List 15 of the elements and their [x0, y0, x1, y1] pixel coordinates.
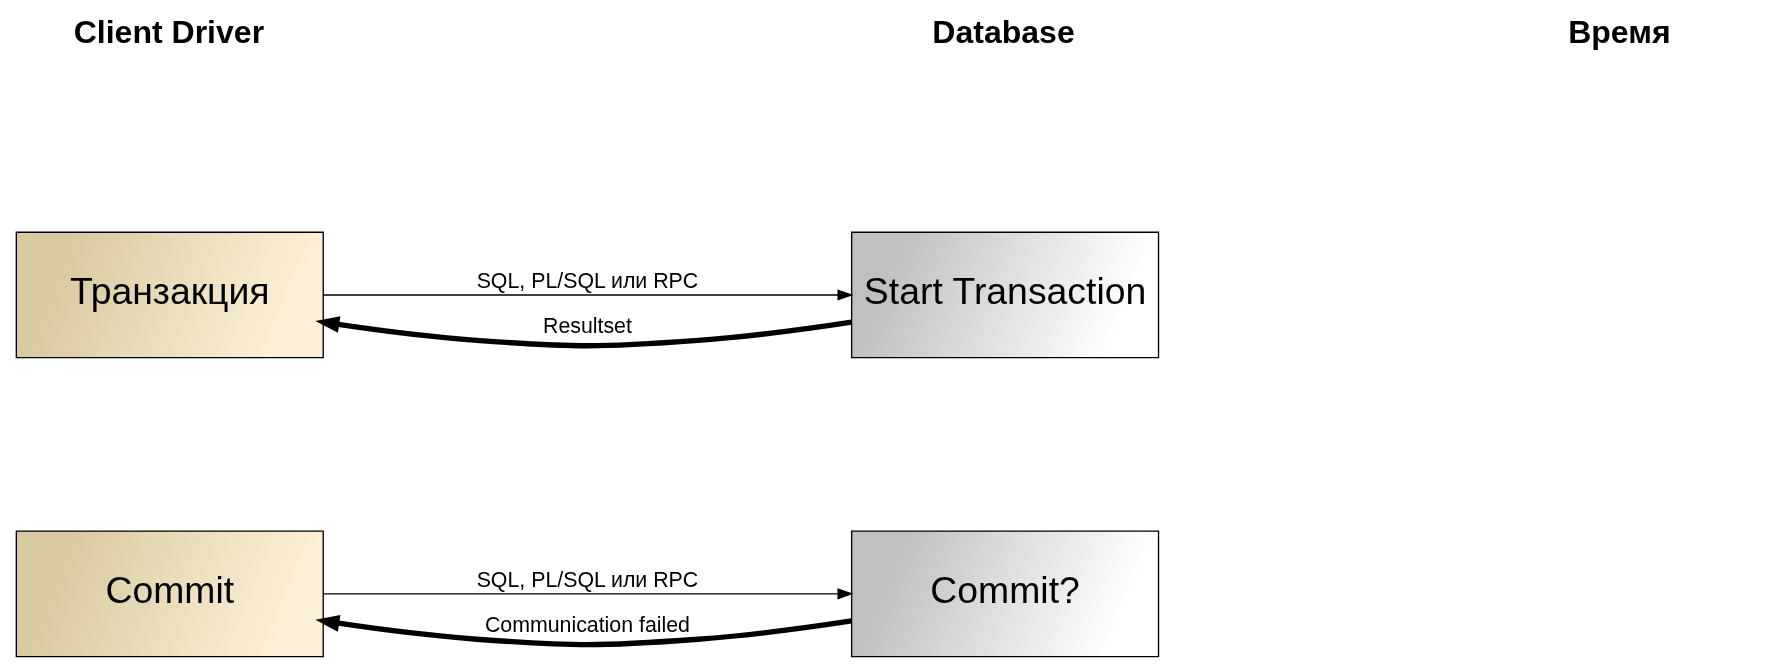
- node-box: Транзакция: [15, 231, 324, 359]
- node-box: Commit?: [850, 530, 1159, 658]
- arrow: [322, 588, 853, 600]
- label: Client Driver: [73, 14, 264, 51]
- edge-label: Communication failed: [484, 613, 690, 638]
- label: Время: [1567, 14, 1671, 51]
- arrow: [322, 289, 853, 301]
- node-box: Start Transaction: [850, 231, 1159, 359]
- label: Database: [931, 14, 1075, 51]
- edge-label: SQL, PL/SQL или RPC: [476, 567, 698, 592]
- arrow: [314, 316, 852, 349]
- edge-label: SQL, PL/SQL или RPC: [476, 269, 698, 294]
- node-box: Commit: [15, 530, 324, 658]
- edge-label: Resultset: [542, 314, 632, 339]
- arrow: [314, 615, 852, 648]
